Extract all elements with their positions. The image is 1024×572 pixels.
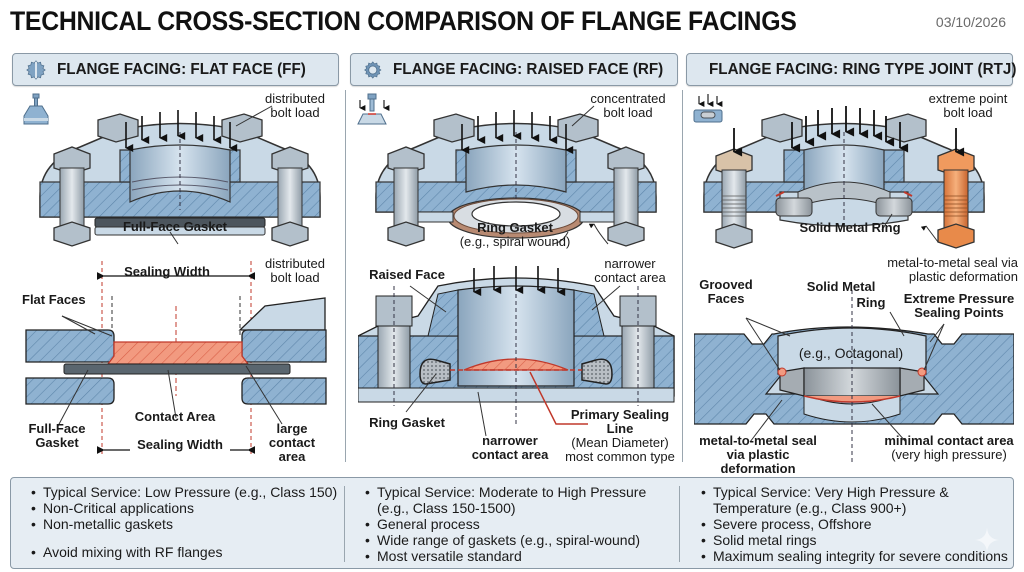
rtj-m2m-seal-label: metal-to-metal seal via plastic deformat… — [699, 433, 817, 476]
rf-gasket-label: Ring Gasket (e.g., spiral wound) — [459, 220, 571, 249]
raised-face-flange-icon — [357, 93, 390, 125]
rf-ring-gasket-label: Ring Gasket — [369, 415, 445, 430]
ff-full-face-gasket-label: Full-Face Gasket — [28, 421, 86, 450]
header-flat-face: FLANGE FACING: FLAT FACE (FF) — [12, 53, 339, 86]
ff-contact-area-label: Contact Area — [134, 409, 216, 424]
note-item: Maximum sealing integrity for severe con… — [699, 548, 1009, 564]
rtj-flange-icon — [693, 94, 723, 123]
note-item: Non-metallic gaskets — [29, 516, 349, 532]
ff-flat-faces-label: Flat Faces — [22, 292, 86, 307]
rf-detail-diagram — [358, 266, 675, 437]
notes-footer: Typical Service: Low Pressure (e.g., Cla… — [10, 477, 1014, 569]
rtj-grooved-faces-label: Grooved Faces — [699, 277, 753, 306]
rtj-seal-label: metal-to-metal seal via plastic deformat… — [887, 255, 1018, 284]
rtj-extreme-pressure-label: Extreme Pressure Sealing Points — [903, 291, 1015, 320]
note-item-continuation: Temperature (e.g., Class 900+) — [713, 500, 907, 516]
gear-split-icon — [26, 59, 46, 80]
rf-primary-sealing-label: Primary Sealing Line (Mean Diameter) mos… — [565, 407, 675, 464]
ff-load-label: distributed bolt load — [265, 91, 325, 120]
note-item: Avoid mixing with RF flanges — [29, 544, 349, 560]
rtj-load-label: extreme point bolt load — [928, 91, 1008, 120]
rf-raised-face-label: Raised Face — [369, 267, 445, 282]
date-stamp: 03/10/2026 — [935, 14, 1006, 30]
ff-detail-diagram — [25, 261, 327, 456]
heading-label: FLANGE FACING: FLAT FACE (FF) — [57, 60, 306, 78]
note-item: Wide range of gaskets (e.g., spiral-woun… — [363, 532, 683, 548]
heading-label: FLANGE FACING: RAISED FACE (RF) — [392, 60, 663, 78]
rf-flange-diagram — [375, 105, 657, 247]
header-raised-face: FLANGE FACING: RAISED FACE (RF) — [350, 53, 678, 86]
note-item: Non-Critical applications — [29, 500, 349, 516]
note-item: Typical Service: Moderate to High Pressu… — [363, 484, 683, 500]
page-title: TECHNICAL CROSS-SECTION COMPARISON OF FL… — [10, 6, 797, 36]
gear-icon — [364, 60, 382, 79]
rtj-solid-metal-ring-label: Solid Metal Ring — [806, 279, 886, 310]
footer-divider — [344, 486, 345, 562]
column-divider — [682, 90, 683, 462]
note-item-continuation: (e.g., Class 150-1500) — [377, 500, 516, 516]
rtj-minimal-contact-label: minimal contact area (very high pressure… — [884, 433, 1014, 462]
ff-notes: Typical Service: Low Pressure (e.g., Cla… — [29, 484, 349, 560]
ff-large-contact-label: large contact area — [268, 421, 316, 464]
ff-detail-load-label: distributed bolt load — [265, 256, 325, 285]
rtj-notes: Typical Service: Very High Pressure & Te… — [699, 484, 1009, 564]
rf-load-label: concentrated bolt load — [590, 91, 666, 120]
ff-sealing-width-bottom: Sealing Width — [130, 438, 230, 452]
rtj-detail-diagram — [694, 290, 1014, 465]
rf-narrower-bottom-label: narrower contact area — [471, 433, 549, 462]
note-item: Severe process, Offshore — [699, 516, 1009, 532]
note-item: Typical Service: Very High Pressure & — [699, 484, 1009, 500]
column-divider — [345, 90, 346, 462]
note-item: Solid metal rings — [699, 532, 1009, 548]
footer-divider — [679, 486, 680, 562]
sparkle-icon — [975, 528, 999, 552]
ff-sealing-width-top: Sealing Width — [124, 264, 210, 279]
heading-label: FLANGE FACING: RING TYPE JOINT (RTJ) — [709, 60, 1017, 78]
rtj-flange-diagram — [703, 106, 985, 249]
note-item: Most versatile standard — [363, 548, 683, 564]
header-ring-type-joint: FLANGE FACING: RING TYPE JOINT (RTJ) — [686, 53, 1017, 86]
rf-narrower-top-label: narrower contact area — [594, 256, 666, 285]
ff-gasket-label: Full-Face Gasket — [122, 219, 228, 234]
rtj-ring-label: Solid Metal Ring — [799, 220, 901, 235]
note-item: Typical Service: Low Pressure (e.g., Cla… — [29, 484, 349, 500]
note-item: General process — [363, 516, 683, 532]
flat-face-flange-icon — [23, 93, 49, 125]
rtj-octagonal-label: (e.g., Octagonal) — [798, 345, 904, 361]
rf-notes: Typical Service: Moderate to High Pressu… — [363, 484, 683, 564]
ff-flange-diagram — [39, 105, 321, 247]
